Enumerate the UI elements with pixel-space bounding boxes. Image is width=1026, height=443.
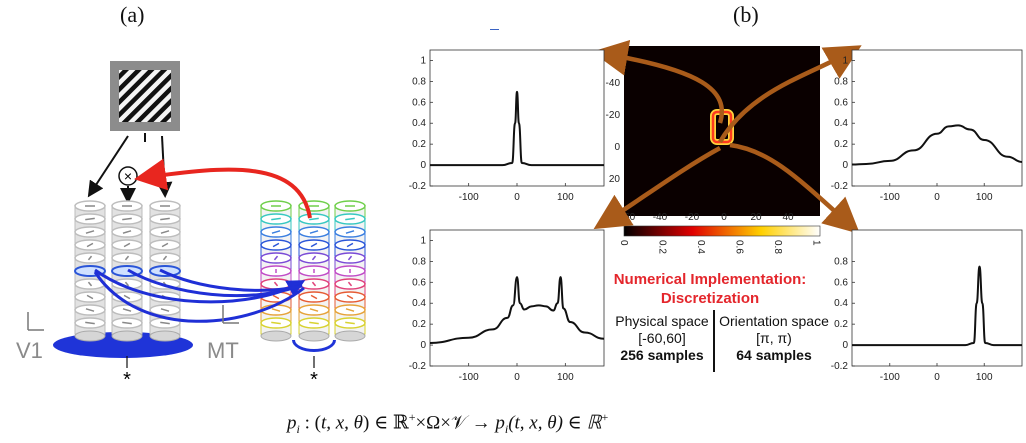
v1-columns xyxy=(74,200,181,342)
mt-column xyxy=(334,200,366,342)
x-tick-label: 0 xyxy=(514,192,520,203)
orientation-range: [π, π) xyxy=(756,330,792,346)
plot-frame xyxy=(429,49,605,187)
feedback-arrow xyxy=(134,158,312,219)
x-tick-label: 0 xyxy=(934,192,940,203)
cortical-model-diagram: × V1 MT * * xyxy=(16,61,366,391)
y-tick-label: 0.8 xyxy=(834,76,848,87)
y-tick-label: 1 xyxy=(842,55,848,66)
heatmap-y-tick: 0 xyxy=(614,142,620,153)
y-tick-label: 0.6 xyxy=(412,97,426,108)
plot-bottom-right: -0.2 0 0.2 0.4 0.6 0.8 -100 0 100 xyxy=(820,222,1026,392)
colorbar xyxy=(623,225,821,237)
mt-column xyxy=(260,200,292,342)
physical-space-info: Physical space [-60,60] 256 samples xyxy=(614,313,710,364)
implementation-title-line1: Numerical Implementation: xyxy=(613,271,807,288)
x-tick-label: 100 xyxy=(976,192,993,203)
info-divider xyxy=(713,310,715,372)
x-tick-label: -100 xyxy=(459,372,479,383)
colorbar-tick: 0.6 xyxy=(734,240,745,254)
y-tick-label: 0.2 xyxy=(412,139,426,150)
y-tick-label: 0.6 xyxy=(834,277,848,288)
y-tick-label: 0 xyxy=(842,340,848,351)
physical-range: [-60,60] xyxy=(638,330,686,346)
y-tick-label: 1 xyxy=(420,235,426,246)
v1-label: V1 xyxy=(16,338,43,363)
y-tick-label: -0.2 xyxy=(831,181,849,192)
plot-frame xyxy=(851,229,1023,367)
heatmap-y-tick: -20 xyxy=(606,110,621,121)
y-tick-label: 0 xyxy=(842,160,848,171)
plot-top-left: -0.2 0 0.2 0.4 0.6 0.8 1 -100 0 100 xyxy=(398,42,608,212)
heatmap-x-tick: -20 xyxy=(685,212,700,223)
heatmap-y-tick: 20 xyxy=(609,174,621,185)
plot-bottom-left: -0.2 0 0.2 0.4 0.6 0.8 1 -100 0 100 xyxy=(398,222,608,392)
plot-frame xyxy=(429,229,605,367)
y-tick-label: 0 xyxy=(420,160,426,171)
y-tick-label: -0.2 xyxy=(831,361,849,372)
y-tick-label: 0.4 xyxy=(412,118,426,129)
y-tick-label: 0.4 xyxy=(412,298,426,309)
y-tick-label: 0.8 xyxy=(412,256,426,267)
orientation-space-info: Orientation space [π, π) 64 samples xyxy=(718,313,830,364)
orientation-label: Orientation space xyxy=(719,313,829,329)
star-right: * xyxy=(310,369,318,391)
mt-label: MT xyxy=(207,338,239,363)
implementation-title: Numerical Implementation: Discretization xyxy=(610,270,810,308)
panel-b-label: (b) xyxy=(733,2,759,27)
heatmap-x-tick: -40 xyxy=(653,212,668,223)
grating-stimulus xyxy=(119,70,171,122)
y-tick-label: 1 xyxy=(420,55,426,66)
x-tick-label: -100 xyxy=(459,192,479,203)
mt-columns xyxy=(260,200,366,342)
orientation-samples: 64 samples xyxy=(736,347,812,363)
heatmap-y-tick: -40 xyxy=(606,78,621,89)
plot-series-line xyxy=(851,124,1023,166)
implementation-title-line2: Discretization xyxy=(660,290,760,307)
x-tick-label: 0 xyxy=(934,372,940,383)
colorbar-tick: 0.4 xyxy=(695,240,706,254)
physical-label: Physical space xyxy=(615,313,709,329)
y-tick-label: 0.8 xyxy=(412,76,426,87)
colorbar-tick: 0 xyxy=(618,240,629,246)
heatmap-x-tick: 40 xyxy=(782,212,794,223)
y-tick-label: 0.2 xyxy=(412,319,426,330)
x-tick-label: 0 xyxy=(514,372,520,383)
colorbar-tick: 0.2 xyxy=(657,240,668,254)
x-tick-label: 100 xyxy=(976,372,993,383)
y-tick-label: 0.6 xyxy=(412,277,426,288)
y-tick-label: 0.4 xyxy=(834,118,848,129)
small-dash xyxy=(490,29,499,30)
x-tick-label: 100 xyxy=(557,372,574,383)
colorbar-tick: 1 xyxy=(811,240,822,246)
v1-column xyxy=(149,200,181,342)
y-tick-label: 0.2 xyxy=(834,319,848,330)
heatmap-x-tick: 20 xyxy=(750,212,762,223)
plot-series-line xyxy=(430,90,604,167)
star-left: * xyxy=(123,369,131,391)
y-tick-label: 0.8 xyxy=(834,256,848,267)
y-tick-label: 0 xyxy=(420,340,426,351)
plot-frame xyxy=(851,49,1023,187)
y-tick-label: 0.4 xyxy=(834,298,848,309)
y-tick-label: 0.2 xyxy=(834,139,848,150)
connection-arrows xyxy=(591,39,862,235)
x-tick-label: 100 xyxy=(557,192,574,203)
mt-base-ellipse xyxy=(292,340,336,352)
x-tick-label: -100 xyxy=(880,192,900,203)
mt-column xyxy=(298,200,330,342)
plot-series-line xyxy=(852,265,1022,347)
formula: pi : (t, x, θ) ∈ ℝ+×Ω×𝒱 → pi(t, x, θ) ∈ … xyxy=(287,410,609,437)
plot-top-right: -0.2 0 0.2 0.4 0.6 0.8 1 -100 0 100 xyxy=(820,42,1026,212)
panel-a-label: (a) xyxy=(120,2,145,27)
y-tick-label: -0.2 xyxy=(409,361,427,372)
colorbar-tick: 0.8 xyxy=(772,240,783,254)
y-tick-label: 0.6 xyxy=(834,97,848,108)
multiply-symbol: × xyxy=(124,168,132,184)
y-tick-label: -0.2 xyxy=(409,181,427,192)
physical-samples: 256 samples xyxy=(620,347,704,363)
heatmap-x-tick: 0 xyxy=(721,212,727,223)
x-tick-label: -100 xyxy=(880,372,900,383)
plot-series-line xyxy=(429,276,605,344)
